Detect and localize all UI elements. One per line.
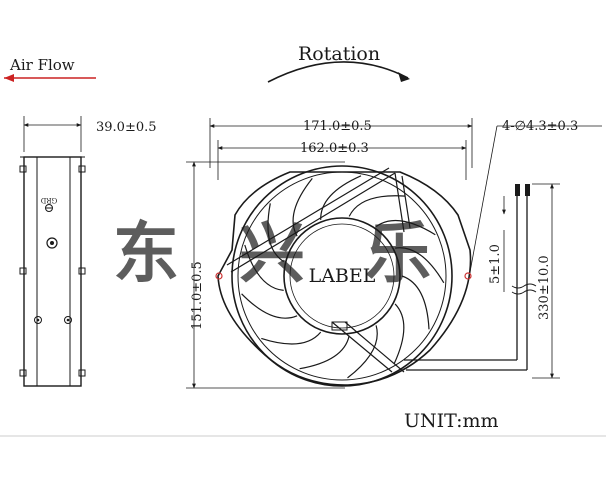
air-flow-label: Air Flow bbox=[9, 56, 75, 74]
air-flow-arrowhead bbox=[4, 74, 14, 82]
depth-dimension-text: 39.0±0.5 bbox=[96, 120, 157, 135]
width-outer-text: 171.0±0.5 bbox=[303, 119, 372, 134]
fan-blade bbox=[261, 331, 322, 345]
fan-blade bbox=[299, 335, 350, 370]
wire-length-text: 330±10.0 bbox=[537, 255, 552, 320]
depth-dimension bbox=[23, 116, 82, 152]
fan-blade bbox=[393, 303, 405, 364]
terminal-left-icon bbox=[34, 316, 42, 324]
rotation-arrowhead bbox=[398, 72, 410, 82]
fan-blade bbox=[395, 247, 445, 284]
wire-lead bbox=[404, 183, 560, 379]
hub-label: LABEL bbox=[309, 265, 376, 287]
fan-blade bbox=[292, 178, 313, 237]
ground-symbol-icon bbox=[45, 204, 53, 212]
rotation-arc bbox=[267, 61, 409, 83]
connector-hole-icon bbox=[46, 237, 58, 249]
wire-stub-text: 5±1.0 bbox=[488, 244, 503, 284]
height-dimension bbox=[186, 161, 345, 389]
mount-hole-right-icon bbox=[464, 272, 472, 280]
fan-blade bbox=[401, 275, 430, 330]
unit-label: UNIT:mm bbox=[404, 410, 499, 432]
fan-blade bbox=[320, 175, 362, 220]
fan-blade bbox=[375, 219, 436, 236]
fan-front-view bbox=[215, 165, 472, 387]
fan-blade bbox=[347, 325, 378, 379]
rotation-label: Rotation bbox=[298, 43, 380, 65]
hole-dimension-text: 4-∅4.3±0.3 bbox=[502, 119, 578, 134]
watermark-text: 东兴乐 bbox=[113, 215, 491, 292]
fan-blade bbox=[241, 293, 298, 319]
mount-hole-left-icon bbox=[215, 272, 223, 280]
fan-blade bbox=[348, 195, 406, 217]
width-dimensions bbox=[209, 118, 473, 180]
grd-label: GRD bbox=[40, 196, 57, 204]
height-dimension-text: 151.0±0.5 bbox=[190, 261, 205, 330]
width-inner-text: 162.0±0.3 bbox=[300, 141, 369, 156]
hole-callout bbox=[469, 125, 602, 273]
terminal-right-icon bbox=[64, 316, 72, 324]
side-view: GRD bbox=[19, 156, 86, 387]
